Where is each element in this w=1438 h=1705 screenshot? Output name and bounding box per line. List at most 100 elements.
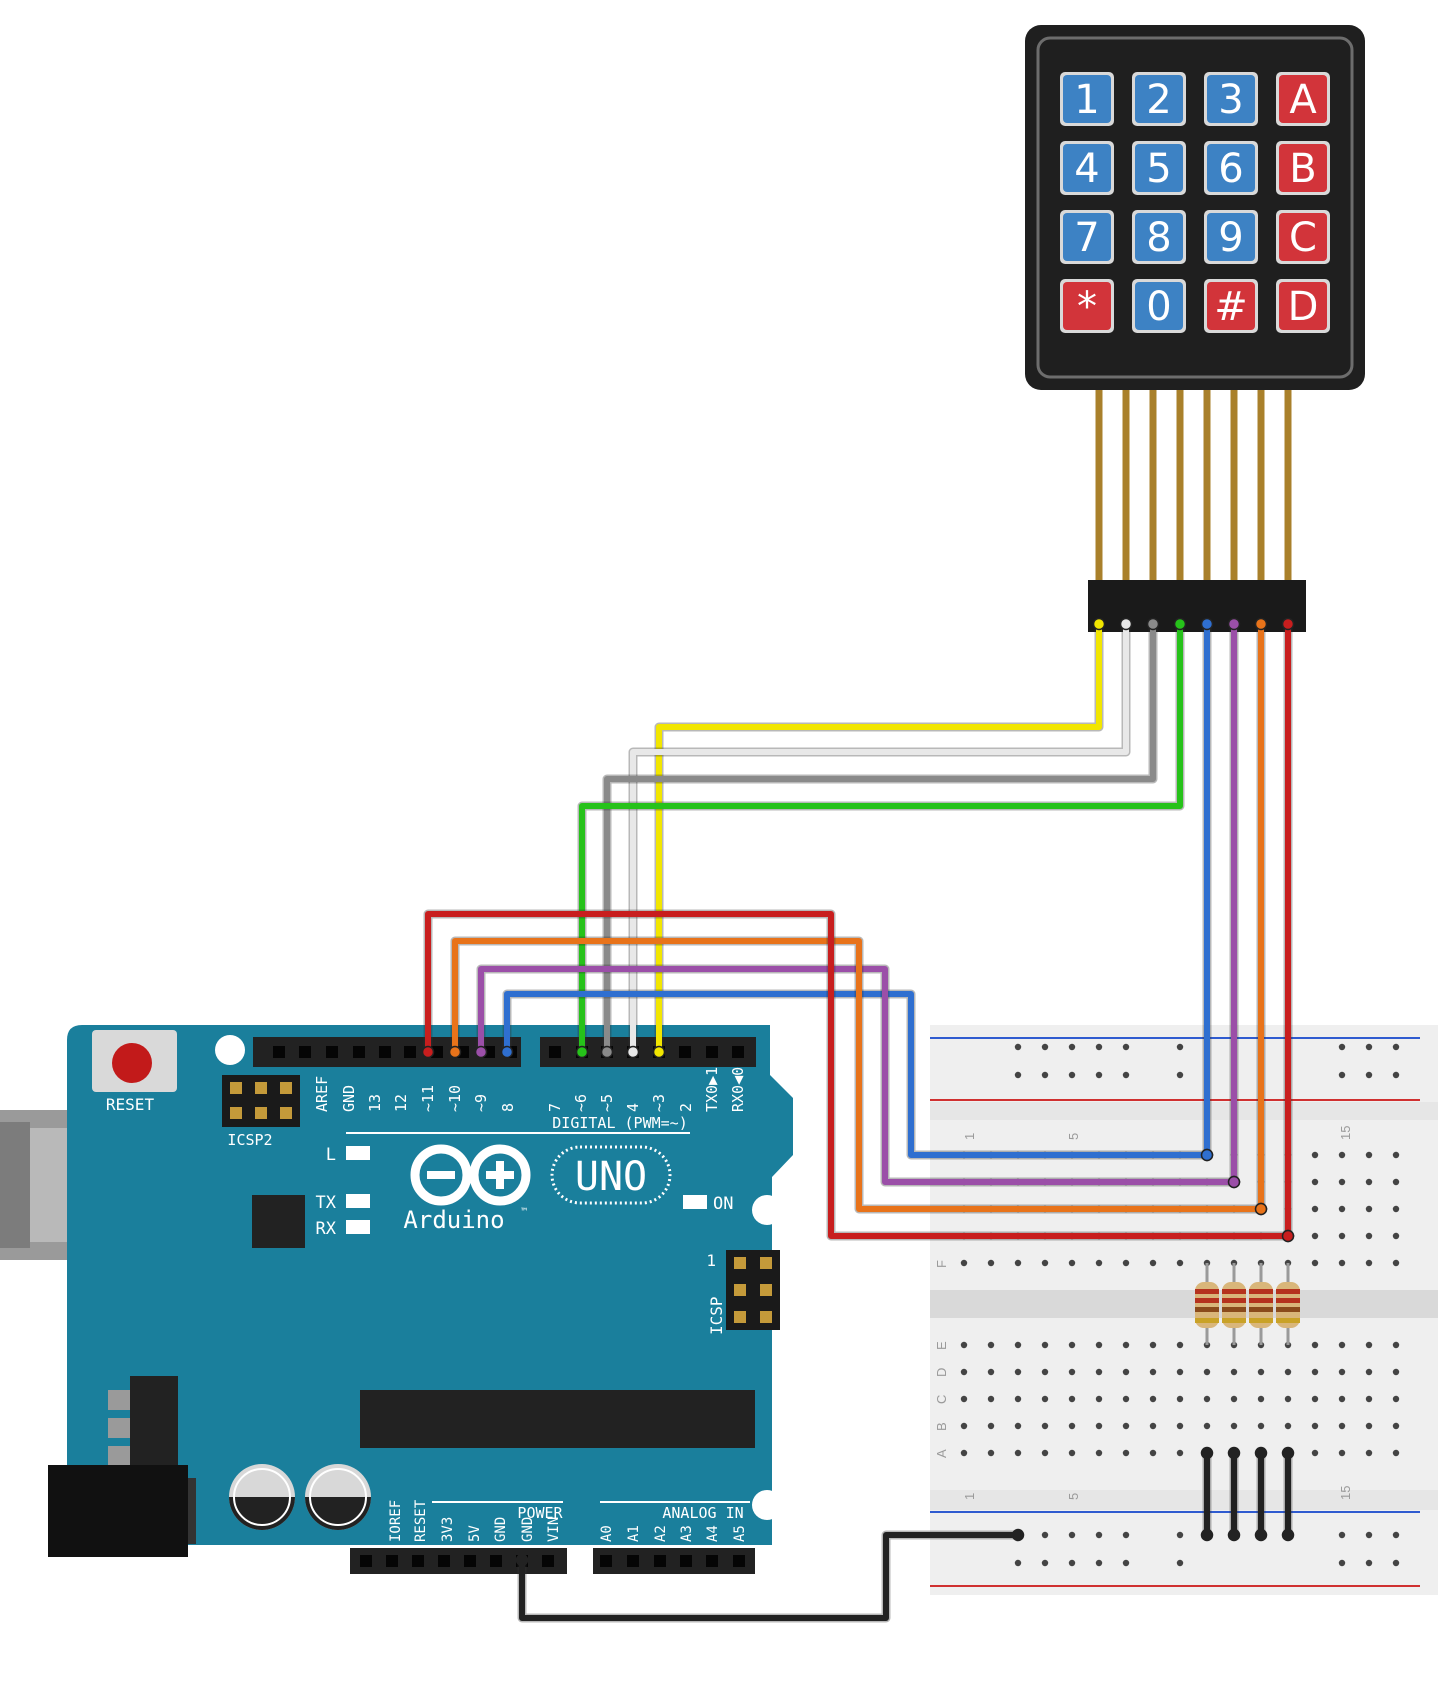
header-socket[interactable] xyxy=(542,1555,554,1567)
icsp-pin1-label: 1 xyxy=(706,1251,716,1270)
bb-hole xyxy=(1122,1559,1130,1567)
bb-hole xyxy=(1149,1259,1157,1267)
key-label: 9 xyxy=(1218,215,1243,261)
key-0[interactable]: 0 xyxy=(1132,279,1186,333)
bb-hole xyxy=(1338,1395,1346,1403)
header-socket[interactable] xyxy=(654,1555,666,1567)
header-socket[interactable] xyxy=(431,1046,443,1058)
digital-pin-label: 4 xyxy=(624,1103,642,1112)
icsp2-pin xyxy=(280,1082,292,1094)
key-D[interactable]: D xyxy=(1276,279,1330,333)
led-rx-label: RX xyxy=(316,1219,337,1239)
key-*[interactable]: * xyxy=(1060,279,1114,333)
header-socket[interactable] xyxy=(360,1555,372,1567)
key-6[interactable]: 6 xyxy=(1204,141,1258,195)
bb-hole xyxy=(1338,1559,1346,1567)
header-socket[interactable] xyxy=(627,1555,639,1567)
power-pin-label: VIN xyxy=(546,1517,562,1542)
bb-hole xyxy=(1176,1259,1184,1267)
capacitor xyxy=(229,1464,295,1530)
header-socket[interactable] xyxy=(273,1046,285,1058)
key-label: 0 xyxy=(1146,284,1171,330)
header-socket[interactable] xyxy=(549,1046,561,1058)
bb-hole xyxy=(1365,1043,1373,1051)
key-8[interactable]: 8 xyxy=(1132,210,1186,264)
header-socket[interactable] xyxy=(438,1555,450,1567)
key-label: 2 xyxy=(1146,77,1171,123)
header-socket[interactable] xyxy=(404,1046,416,1058)
mount-hole xyxy=(752,1490,782,1520)
bb-hole xyxy=(1014,1071,1022,1079)
bb-hole xyxy=(1068,1559,1076,1567)
bb-hole xyxy=(1311,1422,1319,1430)
key-A[interactable]: A xyxy=(1276,72,1330,126)
header-socket[interactable] xyxy=(680,1555,692,1567)
key-label: 3 xyxy=(1218,77,1243,123)
key-4[interactable]: 4 xyxy=(1060,141,1114,195)
bb-hole xyxy=(1203,1422,1211,1430)
bb-hole xyxy=(1122,1531,1130,1539)
header-socket[interactable] xyxy=(490,1555,502,1567)
key-1[interactable]: 1 xyxy=(1060,72,1114,126)
key-label: 8 xyxy=(1146,215,1171,261)
bb-hole xyxy=(1311,1341,1319,1349)
key-7[interactable]: 7 xyxy=(1060,210,1114,264)
bb-hole xyxy=(1392,1151,1400,1159)
bb-row-letter: B xyxy=(934,1422,949,1431)
resistor xyxy=(1195,1263,1219,1345)
header-socket[interactable] xyxy=(679,1046,691,1058)
resistors xyxy=(1195,1263,1300,1345)
led-tx-label: TX xyxy=(316,1193,337,1213)
header-socket[interactable] xyxy=(326,1046,338,1058)
capacitor xyxy=(305,1464,371,1530)
key-label: B xyxy=(1289,146,1316,192)
bb-hole xyxy=(1338,1071,1346,1079)
usb-chip xyxy=(252,1195,305,1248)
bb-row-F: F xyxy=(934,1260,949,1268)
bb-hole xyxy=(1068,1368,1076,1376)
key-B[interactable]: B xyxy=(1276,141,1330,195)
power-label: POWER xyxy=(517,1504,563,1522)
header-socket[interactable] xyxy=(732,1046,744,1058)
header-socket[interactable] xyxy=(706,1046,718,1058)
bb-hole xyxy=(1365,1259,1373,1267)
bb-hole xyxy=(1041,1531,1049,1539)
bb-hole xyxy=(1338,1151,1346,1159)
key-label: 5 xyxy=(1146,146,1171,192)
header-socket[interactable] xyxy=(386,1555,398,1567)
key-9[interactable]: 9 xyxy=(1204,210,1258,264)
bb-hole xyxy=(1041,1071,1049,1079)
uno-label: UNO xyxy=(575,1154,647,1200)
bb-hole xyxy=(987,1449,995,1457)
bb-hole xyxy=(1068,1395,1076,1403)
key-#[interactable]: # xyxy=(1204,279,1258,333)
bb-hole xyxy=(1176,1395,1184,1403)
header-socket[interactable] xyxy=(299,1046,311,1058)
header-socket[interactable] xyxy=(733,1555,745,1567)
bb-hole xyxy=(1284,1395,1292,1403)
bb-hole xyxy=(1311,1205,1319,1213)
bb-hole xyxy=(1338,1178,1346,1186)
header-socket[interactable] xyxy=(464,1555,476,1567)
bb-hole xyxy=(1176,1043,1184,1051)
header-socket[interactable] xyxy=(600,1555,612,1567)
header-socket[interactable] xyxy=(412,1555,424,1567)
bb-hole xyxy=(1095,1368,1103,1376)
key-3[interactable]: 3 xyxy=(1204,72,1258,126)
bb-hole xyxy=(1122,1422,1130,1430)
key-C[interactable]: C xyxy=(1276,210,1330,264)
header-socket[interactable] xyxy=(379,1046,391,1058)
icsp2-pin xyxy=(280,1107,292,1119)
header-socket[interactable] xyxy=(353,1046,365,1058)
bb-hole xyxy=(1392,1531,1400,1539)
key-2[interactable]: 2 xyxy=(1132,72,1186,126)
bb-hole xyxy=(960,1341,968,1349)
icsp-pin xyxy=(760,1257,772,1269)
bb-hole xyxy=(1284,1422,1292,1430)
bb-hole xyxy=(1014,1341,1022,1349)
bb-hole xyxy=(1041,1395,1049,1403)
bb-hole xyxy=(1122,1259,1130,1267)
key-label: C xyxy=(1289,215,1317,261)
header-socket[interactable] xyxy=(706,1555,718,1567)
key-5[interactable]: 5 xyxy=(1132,141,1186,195)
